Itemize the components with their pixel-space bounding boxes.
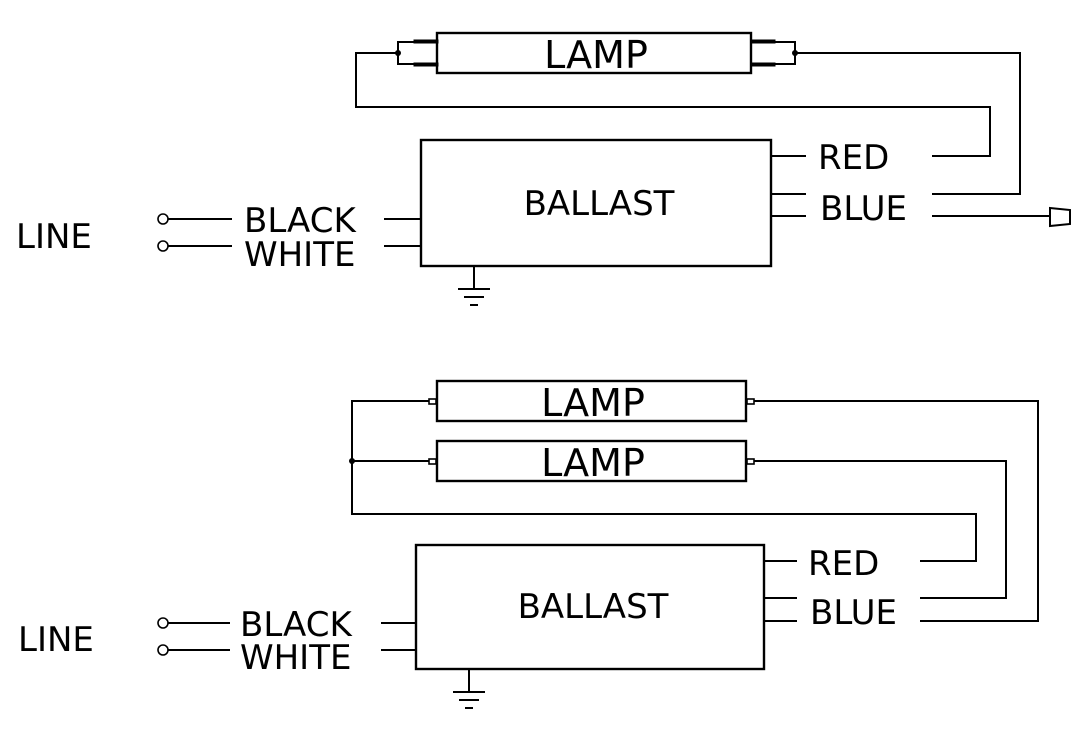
top-line-terminal-1: [157, 213, 169, 225]
top-red-wire: [355, 52, 991, 157]
bottom-white-label: WHITE: [240, 638, 351, 678]
top-line-label: LINE: [16, 217, 92, 257]
top-lamp: LAMP: [395, 31, 798, 77]
bottom-ballast-box: [414, 543, 766, 671]
bottom-red-label: RED: [808, 544, 879, 584]
bottom-ground-icon: [453, 669, 485, 709]
top-blue-wire-1: [795, 52, 1021, 195]
top-diagram: LAMP BALLAST RED BLUE LINE BLACK WHITE: [16, 31, 1071, 306]
bottom-lamp-label-1: LAMP: [541, 381, 645, 425]
top-lamp-label: LAMP: [544, 33, 648, 77]
bottom-lamp-2: LAMP: [428, 439, 755, 485]
bottom-line-terminal-2: [157, 644, 169, 656]
bottom-blue-wire-1: [754, 460, 1007, 599]
bottom-diagram: LAMP LAMP BALLAST RED BLUE LINE: [18, 379, 1039, 709]
top-line-terminal-2: [157, 240, 169, 252]
bottom-lamp-label-2: LAMP: [541, 441, 645, 485]
bottom-ballast-label: BALLAST: [518, 587, 669, 627]
bottom-black-label: BLACK: [240, 605, 353, 645]
top-ballast-box: [419, 138, 773, 268]
bottom-blue-wire-2: [754, 400, 1039, 622]
bottom-red-wire: [351, 400, 977, 562]
bottom-lamp-1: LAMP: [428, 379, 755, 425]
bottom-line-label: LINE: [18, 620, 94, 660]
top-black-label: BLACK: [244, 201, 357, 241]
top-white-label: WHITE: [244, 235, 355, 275]
bottom-line-terminal-1: [157, 617, 169, 629]
plug-icon: [1049, 206, 1071, 228]
top-blue-label-1: BLUE: [820, 189, 907, 229]
top-ground-icon: [458, 266, 490, 306]
bottom-blue-label: BLUE: [810, 593, 897, 633]
top-ballast-label: BALLAST: [524, 184, 675, 224]
top-red-label: RED: [818, 138, 889, 178]
